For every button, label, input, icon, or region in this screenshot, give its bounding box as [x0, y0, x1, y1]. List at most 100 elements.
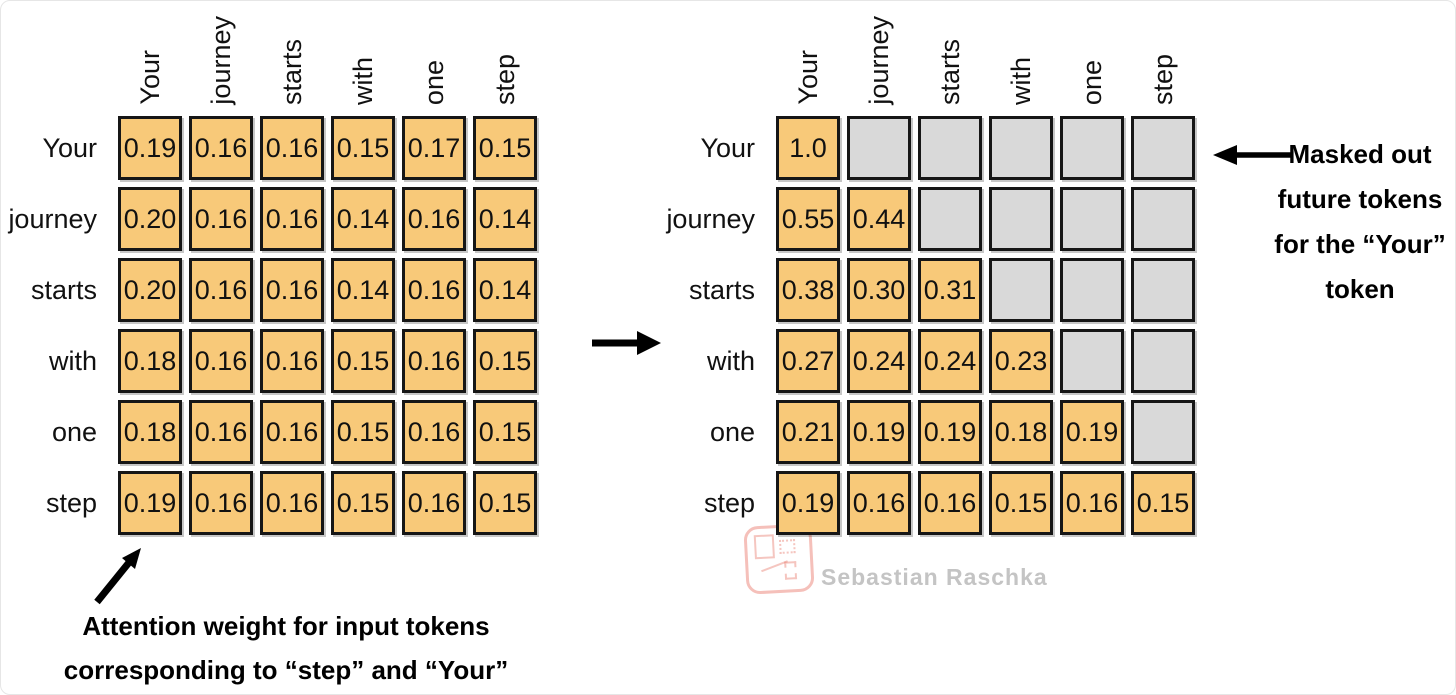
matrix-cell: 0.24	[918, 329, 982, 393]
column-header: step	[1131, 9, 1195, 109]
column-header: with	[331, 9, 395, 109]
matrix-cell-masked	[989, 116, 1053, 180]
annotation-line: token	[1325, 274, 1395, 304]
matrix-cell: 0.15	[473, 329, 537, 393]
matrix-cell-masked	[1131, 329, 1195, 393]
matrix-cell-masked	[1060, 116, 1124, 180]
matrix-cell: 0.16	[189, 187, 253, 251]
matrix-cell: 0.27	[776, 329, 840, 393]
column-header-label: journey	[863, 16, 894, 105]
right-arrow-icon	[592, 331, 661, 355]
left-arrow-icon	[1213, 145, 1292, 165]
column-header: step	[473, 9, 537, 109]
matrix-cell: 0.14	[331, 187, 395, 251]
matrix-cell: 0.18	[118, 400, 182, 464]
matrix-corner	[674, 9, 769, 109]
matrix-cell: 0.16	[189, 116, 253, 180]
stamp-glyph	[779, 539, 796, 554]
column-header-label: step	[489, 53, 520, 105]
matrix-cell: 0.15	[331, 116, 395, 180]
annotation-line: Masked out	[1288, 139, 1432, 169]
column-header: one	[402, 9, 466, 109]
matrix-cell: 0.14	[473, 258, 537, 322]
matrix-cell: 0.16	[847, 471, 911, 535]
column-header: Your	[776, 9, 840, 109]
column-header: journey	[189, 9, 253, 109]
matrix-cell-masked	[1131, 258, 1195, 322]
matrix-cell: 0.31	[918, 258, 982, 322]
up-right-arrow-icon	[94, 548, 141, 605]
matrix-cell: 0.44	[847, 187, 911, 251]
row-label: one	[51, 416, 97, 447]
matrix-cell: 0.23	[989, 329, 1053, 393]
matrix-cell: 0.16	[189, 258, 253, 322]
matrix-cell: 0.16	[402, 329, 466, 393]
matrix-cell: 0.15	[473, 116, 537, 180]
column-header: one	[1060, 9, 1124, 109]
matrix-cell-masked	[1131, 187, 1195, 251]
column-header-label: starts	[934, 38, 965, 105]
column-header-label: with	[1005, 56, 1036, 105]
matrix-cell: 0.19	[118, 471, 182, 535]
matrix-cell-masked	[989, 258, 1053, 322]
annotation-line: Attention weight for input tokens	[82, 611, 490, 641]
watermark-text: Sebastian Raschka	[821, 564, 1048, 590]
matrix-cell: 0.16	[918, 471, 982, 535]
column-header: starts	[918, 9, 982, 109]
matrix-cell: 0.18	[118, 329, 182, 393]
matrix-cell-masked	[1131, 400, 1195, 464]
column-header-label: Your	[792, 50, 823, 105]
column-header: Your	[118, 9, 182, 109]
column-header-label: step	[1147, 53, 1178, 105]
matrix-cell-masked	[1060, 187, 1124, 251]
matrix-cell: 0.15	[331, 400, 395, 464]
matrix-cell: 0.19	[918, 400, 982, 464]
column-header-label: starts	[276, 38, 307, 105]
matrix-cell-masked	[847, 116, 911, 180]
stamp-glyph	[784, 561, 798, 580]
matrix-cell: 0.15	[331, 329, 395, 393]
matrix-cell: 0.19	[118, 116, 182, 180]
matrix-cell-masked	[1060, 329, 1124, 393]
row-label: journey	[8, 203, 97, 234]
matrix-cell: 0.16	[260, 400, 324, 464]
annotation-line: for the “Your”	[1274, 229, 1446, 259]
matrix-cell: 0.19	[776, 471, 840, 535]
row-label: Your	[42, 132, 97, 163]
matrix-cell: 0.16	[260, 116, 324, 180]
matrix-cell-masked	[1131, 116, 1195, 180]
column-header-label: Your	[134, 50, 165, 105]
column-header-label: journey	[205, 16, 236, 105]
matrix-cell: 0.16	[189, 471, 253, 535]
row-label: with	[706, 345, 755, 376]
matrix-corner	[16, 9, 111, 109]
stamp-glyph	[753, 534, 775, 560]
matrix-cell: 0.15	[1131, 471, 1195, 535]
matrix-cell: 0.30	[847, 258, 911, 322]
matrix-cell: 0.16	[402, 258, 466, 322]
matrix-cell: 0.16	[189, 329, 253, 393]
column-header: starts	[260, 9, 324, 109]
column-header-label: one	[1076, 59, 1107, 105]
matrix-cell: 0.16	[260, 258, 324, 322]
matrix-cell: 0.15	[473, 471, 537, 535]
matrix-cell: 0.55	[776, 187, 840, 251]
matrix-cell: 0.19	[847, 400, 911, 464]
row-label: step	[703, 487, 755, 518]
matrix-cell: 0.16	[260, 329, 324, 393]
column-header: with	[989, 9, 1053, 109]
row-label: starts	[30, 274, 97, 305]
matrix-cell: 0.20	[118, 187, 182, 251]
row-label: starts	[688, 274, 755, 305]
matrix-cell: 0.19	[1060, 400, 1124, 464]
column-header-label: with	[347, 56, 378, 105]
row-label: one	[709, 416, 755, 447]
row-label: with	[48, 345, 97, 376]
matrix-cell: 0.16	[402, 471, 466, 535]
matrix-cell: 0.38	[776, 258, 840, 322]
matrix-cell: 0.17	[402, 116, 466, 180]
row-label: journey	[666, 203, 755, 234]
